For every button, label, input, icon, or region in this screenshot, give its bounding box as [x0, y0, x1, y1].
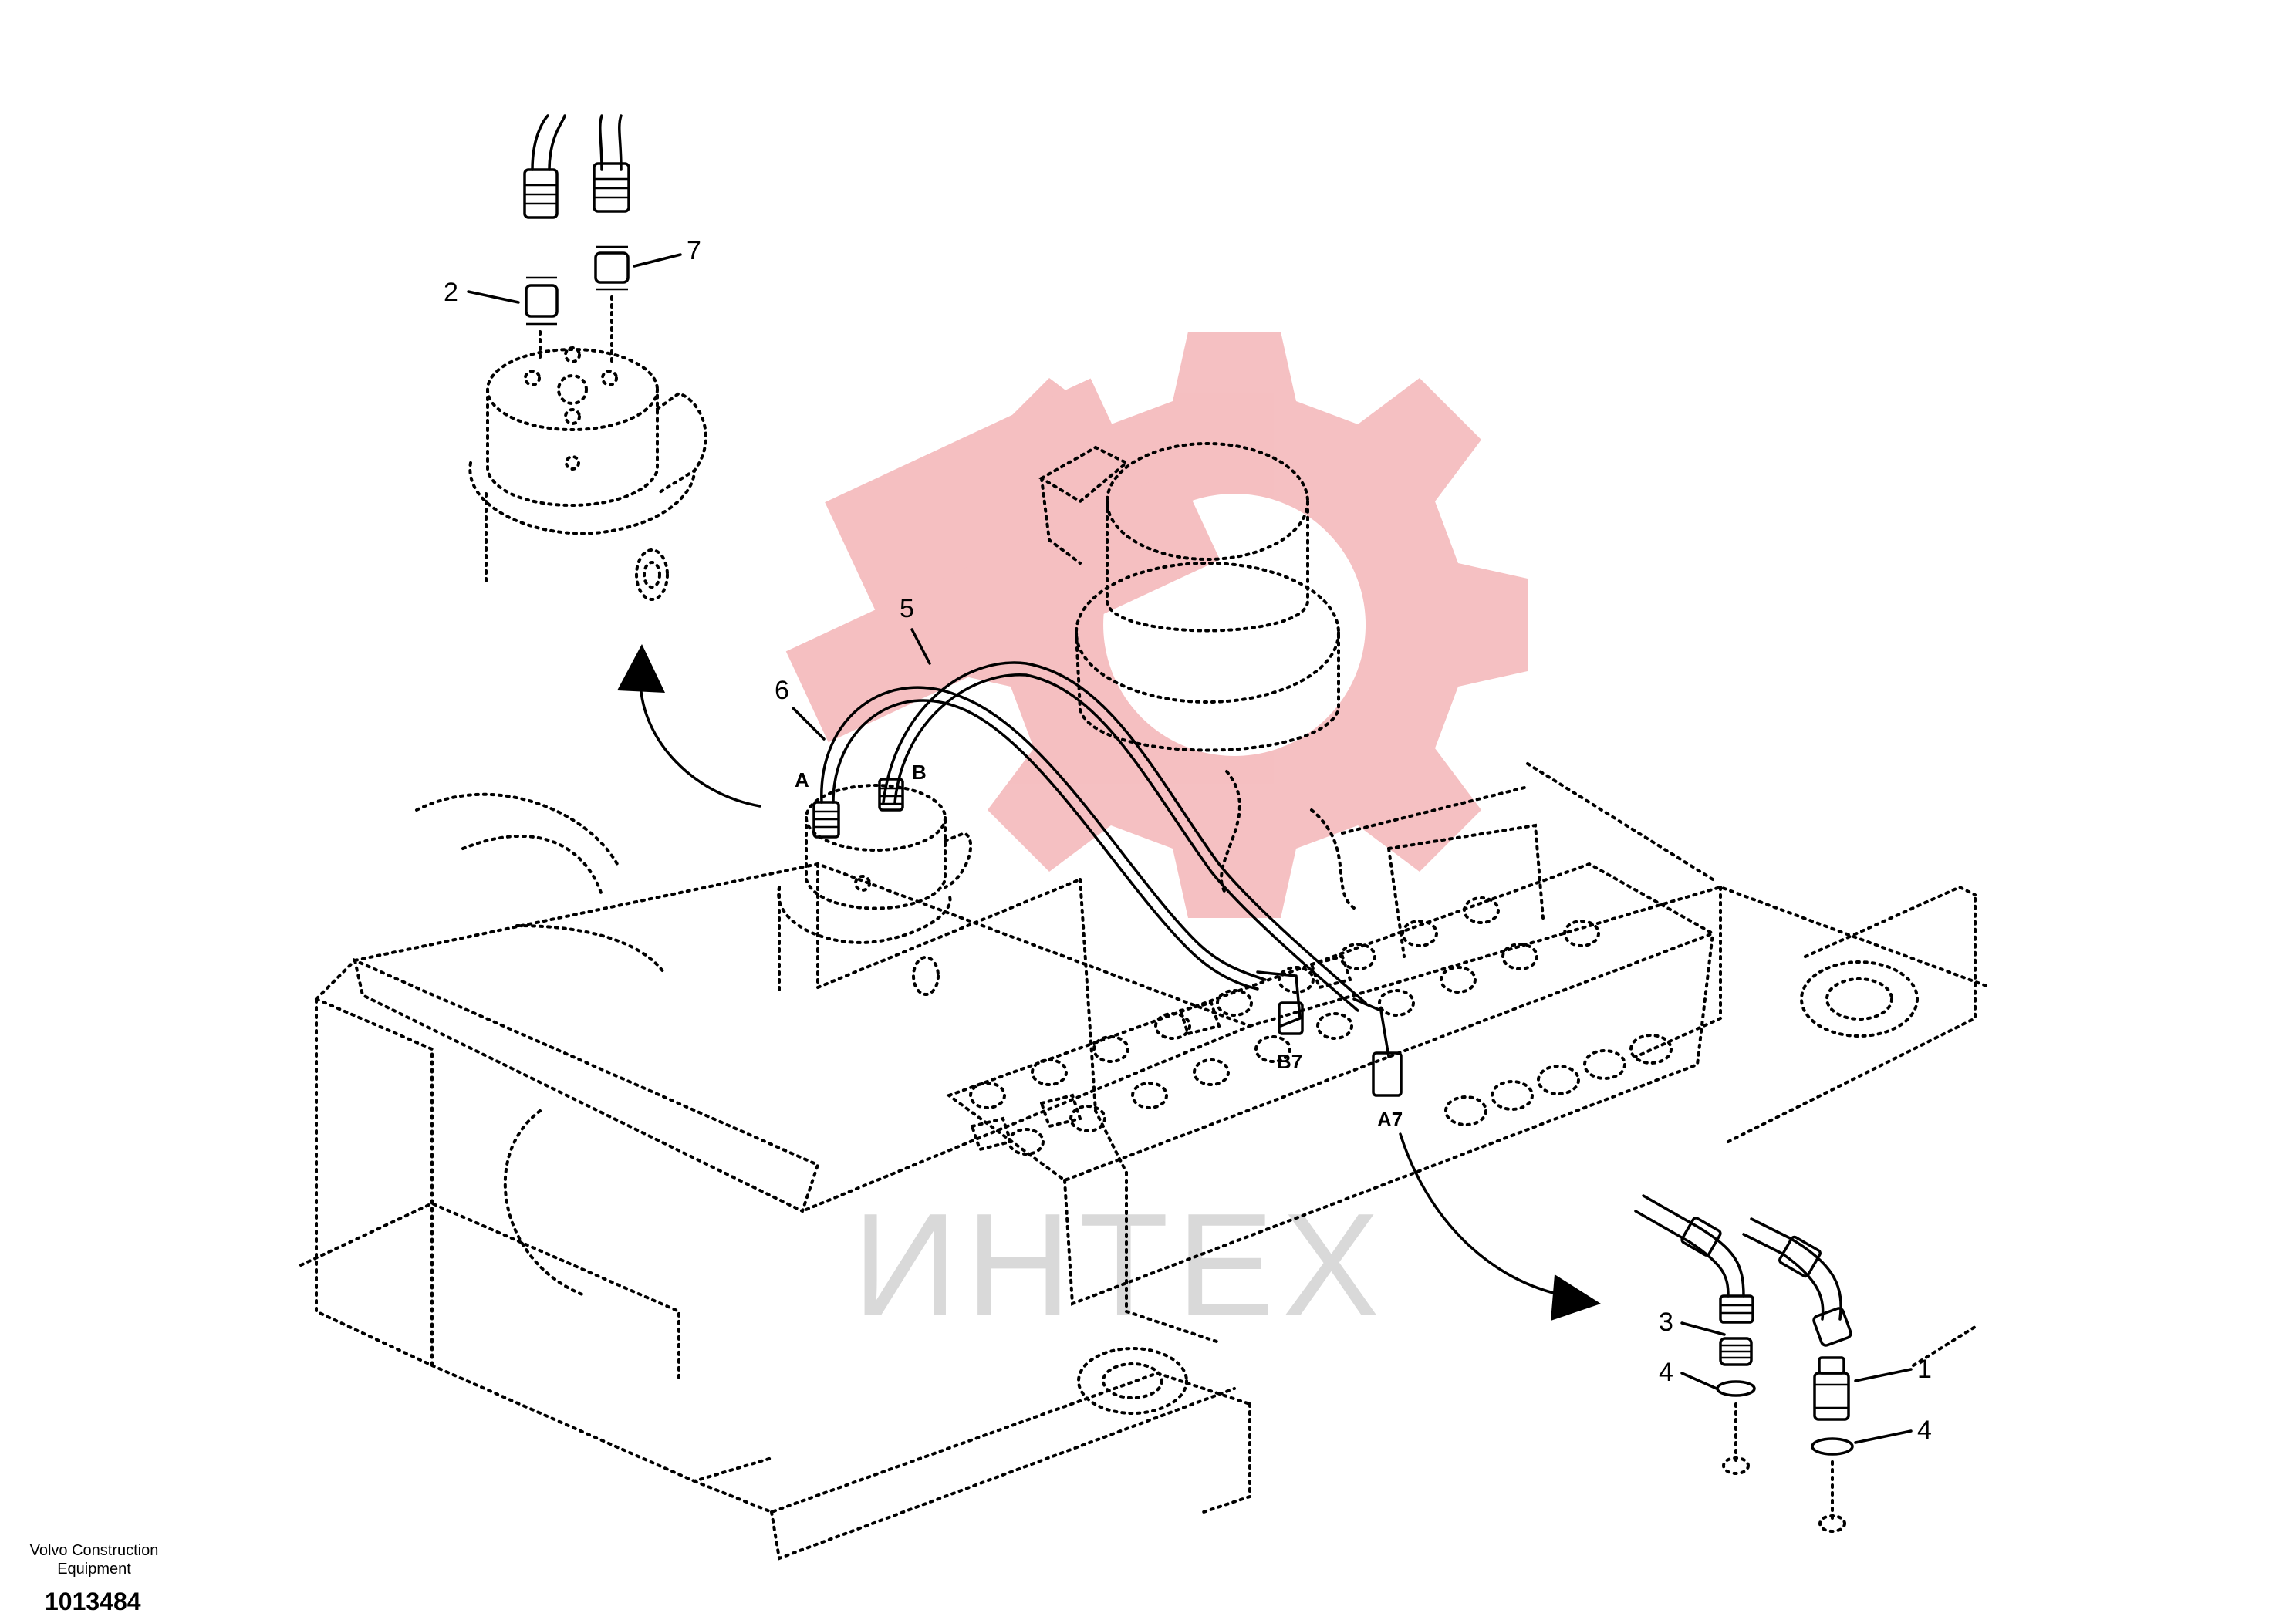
callout-4-left: 4 — [1659, 1358, 1673, 1387]
watermark-gear-logo — [785, 332, 1528, 918]
swivel-connector-block — [777, 784, 973, 997]
detail-view-lower — [1634, 1194, 1977, 1533]
callout-3: 3 — [1659, 1308, 1673, 1337]
machine-frame — [299, 762, 1992, 1561]
callout-5: 5 — [900, 594, 914, 623]
callout-4-right: 4 — [1917, 1416, 1932, 1445]
control-valve — [945, 823, 1717, 1306]
publisher-caption: Volvo Construction Equipment — [29, 1542, 159, 1578]
detail-arrow-lower — [1399, 1132, 1601, 1321]
hose-fittings-main — [812, 778, 1403, 1097]
hose-6 — [820, 686, 1267, 991]
callout-6: 6 — [775, 676, 789, 705]
detail-arrow-upper — [617, 644, 761, 808]
port-label-a7: A7 — [1377, 1108, 1403, 1131]
port-label-b7: B7 — [1277, 1050, 1302, 1073]
callout-2: 2 — [444, 278, 458, 307]
drawing-number: 1013484 — [45, 1588, 141, 1615]
watermark-text: ИНТЕХ — [853, 1183, 1387, 1347]
detail-view-upper — [468, 114, 707, 601]
leader-lines — [467, 253, 1913, 1444]
swivel-joint — [1038, 442, 1359, 912]
port-label-a: A — [795, 768, 809, 791]
callout-1: 1 — [1917, 1355, 1932, 1384]
port-label-b: B — [912, 761, 927, 784]
callout-7: 7 — [687, 236, 701, 265]
